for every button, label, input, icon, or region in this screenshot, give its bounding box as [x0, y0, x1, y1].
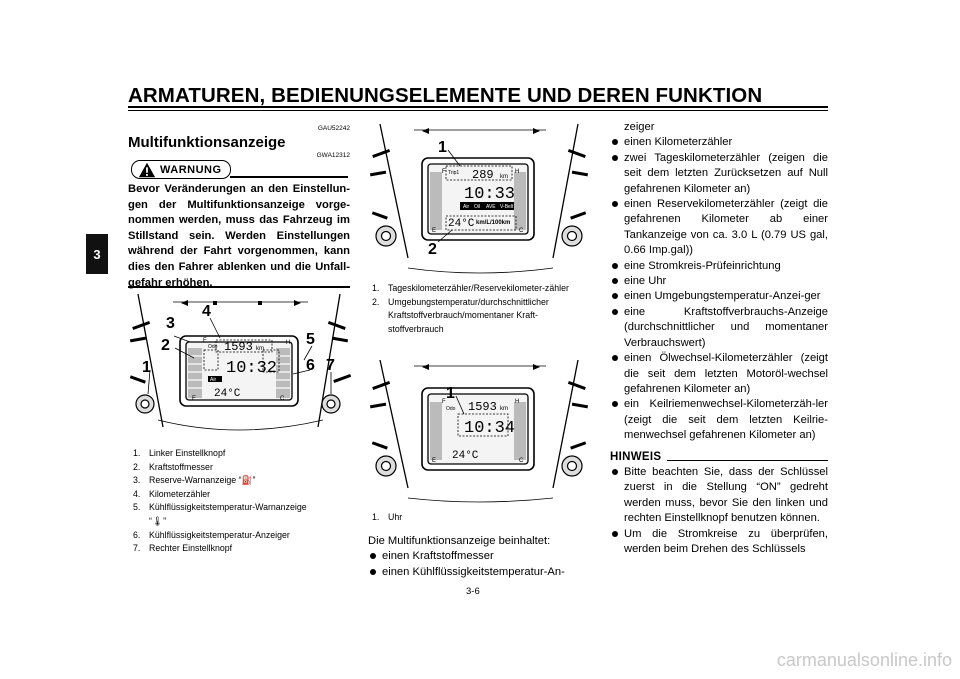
fig1-e: E: [192, 396, 196, 402]
hinweis-label: HINWEIS: [610, 450, 662, 463]
fig1-f: F: [203, 338, 207, 344]
list-item: einen Umgebungstemperatur-Anzei-ger: [610, 289, 828, 304]
fig2-e: E: [432, 228, 436, 234]
list-item: einen Kühlflüssigkeitstemperatur-An-: [368, 565, 590, 580]
figure2-caption-list: 1.Tageskilometerzähler/Reservekilometer-…: [372, 282, 594, 336]
caption-row: 3.Reserve-Warnanzeige “⛽”: [133, 475, 256, 486]
caption-row: 2.Umgebungstemperatur/durchschnittlicher…: [372, 296, 549, 334]
fig1-unit: km: [256, 346, 264, 352]
fig3-e: E: [432, 458, 436, 464]
middle-body: Die Multifunktionsanzeige beinhaltet: ei…: [368, 534, 590, 580]
page-header-title: ARMATUREN, BEDIENUNGSELEMENTE UND DEREN …: [128, 84, 763, 107]
list-item: eine Uhr: [610, 274, 828, 289]
caption-row: 1.Linker Einstellknopf: [133, 448, 226, 458]
figure3-caption-list: 1.Uhr: [372, 511, 594, 525]
list-item: Bitte beachten Sie, dass der Schlüssel z…: [610, 465, 828, 527]
fig2-temp: 24°C: [448, 218, 475, 230]
fig2-tab-oil: Oil: [474, 204, 480, 210]
list-item: eine Kraftstoffverbrauchs-Anzeige (durch…: [610, 305, 828, 351]
fig3-clock: 10:34: [464, 419, 515, 438]
caption-row: 5.Kühlflüssigkeitstemperatur-Warnanzeige: [133, 502, 307, 513]
warning-rule: [230, 176, 348, 178]
fig3-callout-1: 1: [446, 385, 455, 402]
fig1-c: C: [280, 396, 285, 402]
fig2-consumption-unit: km/L/100km: [476, 220, 510, 226]
dashboard-figure-3: Odo 1593 km 10:34 24°C F E H C 1: [369, 359, 589, 503]
header-rule: [128, 106, 828, 108]
fig1-callout-1: 1: [142, 359, 151, 376]
continuation-text: zeiger: [624, 121, 655, 133]
page-number: 3-6: [466, 586, 480, 597]
fig2-c: C: [519, 228, 524, 234]
list-item: einen Kraftstoffmesser: [368, 549, 590, 564]
caption-row: 1.Uhr: [372, 512, 403, 522]
dashboard-figure-1: Odo 1593 km 10:32 24°C Air F E H C 1 2 3…: [129, 293, 352, 431]
fig1-temp: 24°C: [214, 388, 241, 400]
list-item: eine Stromkreis-Prüfeinrichtung: [610, 259, 828, 274]
fig2-trip-label: Trip1: [448, 170, 459, 176]
fig1-h: H: [286, 340, 290, 346]
fig1-callout-6: 6: [306, 357, 315, 374]
fig1-odo-label: Odo: [208, 344, 218, 350]
fig1-callout-3: 3: [166, 315, 175, 332]
fig3-c: C: [519, 458, 524, 464]
fig2-h: H: [515, 169, 519, 175]
fig2-callout-1: 1: [438, 139, 447, 156]
fig3-unit: km: [500, 406, 508, 412]
list-item: ein Keilriemenwechsel-Kilometerzäh-ler (…: [610, 397, 828, 443]
fig2-tab-vbelt: V-Belt: [500, 204, 514, 210]
fig3-h: H: [515, 399, 519, 405]
list-item: Um die Stromkreise zu überprüfen, werden…: [610, 527, 828, 558]
fig1-callout-2: 2: [161, 337, 170, 354]
warning-end-rule: [128, 286, 350, 288]
fig1-clock: 10:32: [226, 359, 277, 378]
fig1-air: Air: [210, 377, 216, 383]
figure1-caption-list: 1.Linker Einstellknopf 2.Kraftstoffmesse…: [133, 447, 351, 556]
warning-badge: WARNUNG: [131, 160, 231, 179]
section-code: GAU52242: [317, 125, 350, 132]
list-item: einen Reservekilometerzähler (zeigt die …: [610, 197, 828, 259]
caption-row: 2.Kraftstoffmesser: [133, 461, 213, 472]
fig2-unit: km: [500, 174, 508, 180]
fig3-odo-value: 1593: [468, 400, 497, 414]
caption-row: “🌡”: [149, 515, 167, 526]
dashboard-figure-2: Trip1 289 km 10:33 Air Oil AVE V-Belt 24…: [369, 123, 589, 274]
fig3-f: F: [442, 399, 446, 405]
chapter-tab: 3: [86, 234, 108, 274]
fig3-odo-label: Odo: [446, 406, 456, 412]
fig2-trip-value: 289: [472, 168, 494, 182]
header-rule-thin: [128, 110, 828, 111]
list-item: einen Kilometerzähler: [610, 135, 828, 150]
caption-row: 1.Tageskilometerzähler/Reservekilometer-…: [372, 283, 569, 293]
fig2-tab-ave: AVE: [486, 204, 496, 210]
hinweis-rule: [667, 459, 828, 461]
section-title: Multifunktionsanzeige: [128, 134, 286, 151]
fig1-callout-4: 4: [202, 303, 211, 320]
fig3-temp: 24°C: [452, 450, 479, 462]
right-body: zeiger einen Kilometerzähler zwei Tagesk…: [610, 120, 828, 557]
caption-row: 7.Rechter Einstellknopf: [133, 543, 233, 554]
caption-row: 4.Kilometerzähler: [133, 488, 211, 499]
fig2-clock: 10:33: [464, 185, 515, 204]
fig1-odo-value: 1593: [224, 340, 253, 354]
fig2-callout-2: 2: [428, 241, 437, 258]
intro-text: Die Multifunktionsanzeige beinhaltet:: [368, 535, 551, 547]
list-item: zwei Tageskilometerzähler (zeigen die se…: [610, 151, 828, 197]
fig1-callout-5: 5: [306, 331, 315, 348]
warning-text: Bevor Veränderungen an den Einstellun-ge…: [128, 183, 350, 289]
watermark-text: carmanualsonline.info: [776, 650, 952, 670]
warning-triangle-icon: [138, 162, 156, 177]
fig1-callout-7: 7: [326, 357, 335, 374]
hinweis-heading: HINWEIS: [610, 450, 828, 465]
caption-row: 6.Kühlflüssigkeitstemperatur-Anzeiger: [133, 529, 290, 540]
fig2-f: F: [442, 169, 446, 175]
fig2-tab-air: Air: [463, 204, 469, 210]
warning-label: WARNUNG: [160, 163, 222, 176]
list-item: einen Ölwechsel-Kilometerzähler (zeigt d…: [610, 351, 828, 397]
warning-code: GWA12312: [316, 152, 350, 159]
